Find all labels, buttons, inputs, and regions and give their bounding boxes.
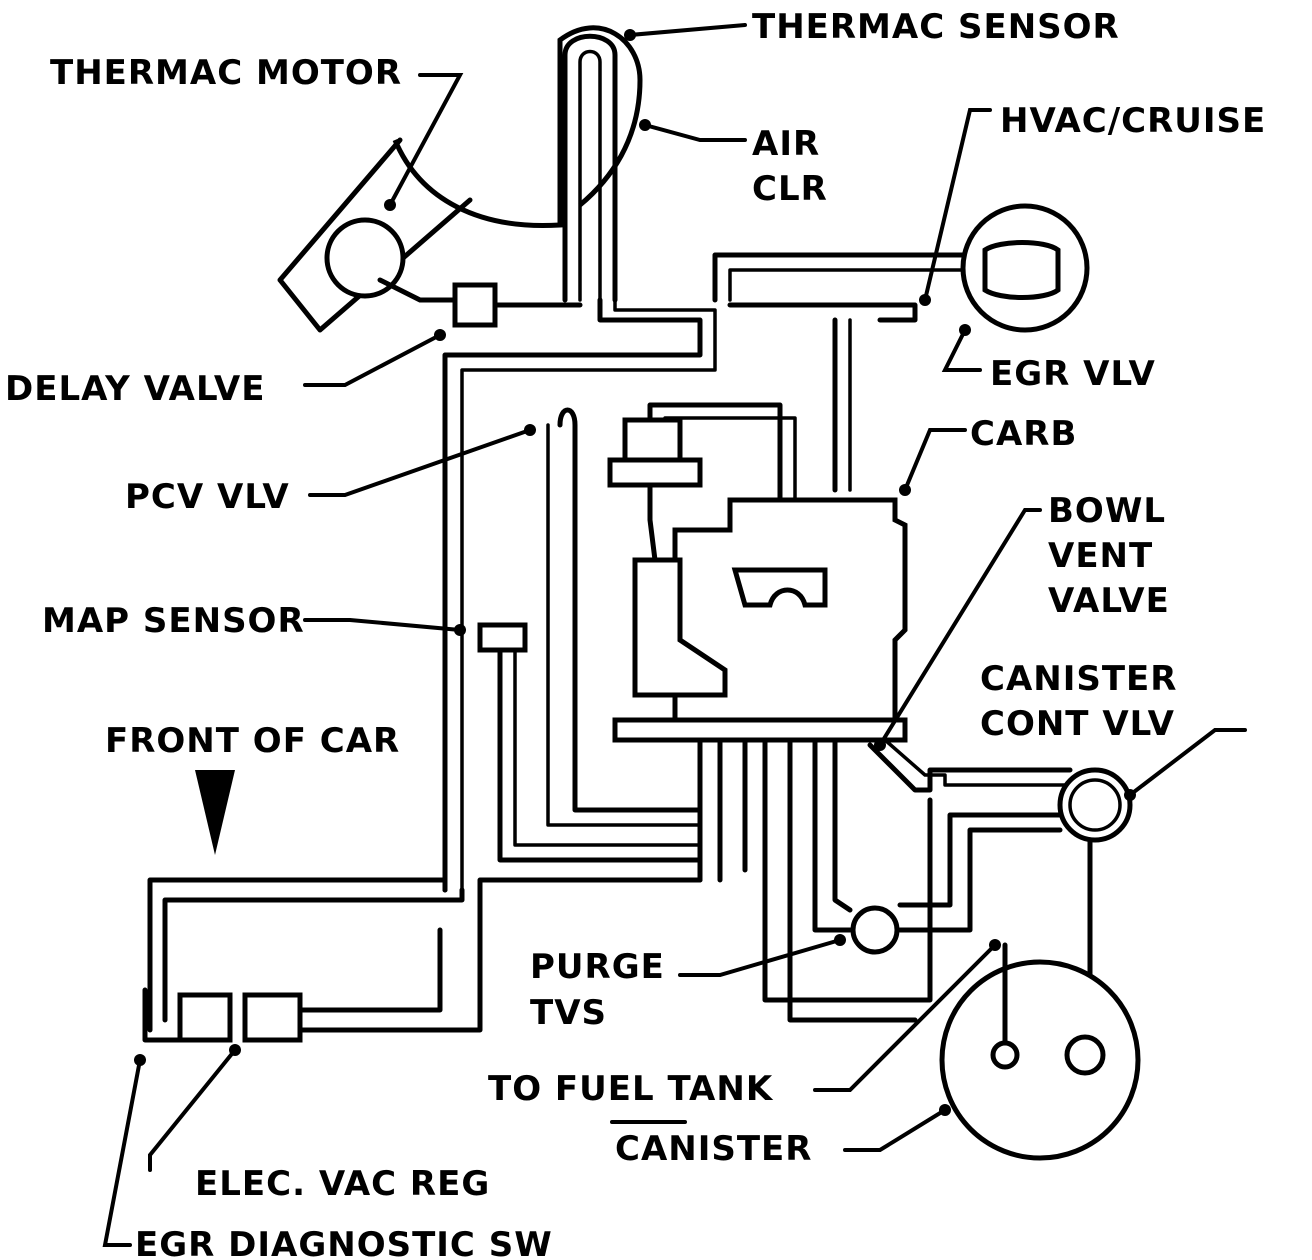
label-thermac-sensor: THERMAC SENSOR <box>752 7 1120 47</box>
carburetor <box>607 402 908 743</box>
map-sensor-hose <box>497 647 703 863</box>
hvac-cruise-hose <box>712 252 978 303</box>
leader-lines <box>102 23 1247 1247</box>
label-bowl-vent-3: VALVE <box>1048 581 1170 621</box>
pcv-hose <box>557 407 703 813</box>
label-canister-cont-1: CANISTER <box>980 659 1177 699</box>
charcoal-canister <box>939 942 1141 1161</box>
label-air-clr-2: CLR <box>752 169 828 209</box>
choke-pulloff-stem <box>647 482 658 563</box>
main-vacuum-trunk-inner <box>460 298 717 892</box>
canister-control-valve-ring <box>1068 778 1122 832</box>
thermac-motor <box>324 217 406 299</box>
label-purge-tvs-2: TVS <box>530 993 607 1033</box>
main-vacuum-trunk <box>442 297 703 893</box>
carb-port-hoses <box>697 737 933 1023</box>
egr-feed-hose <box>727 302 918 323</box>
delay-valve <box>452 282 498 328</box>
label-thermac-motor: THERMAC MOTOR <box>50 53 402 93</box>
front-loop-hose <box>147 877 465 1033</box>
label-front-of-car: FRONT OF CAR <box>105 721 400 761</box>
map-sensor-hose-inner <box>513 648 702 847</box>
thermac-sensor-hose <box>562 33 618 303</box>
choke-to-carb-hose-inner <box>663 416 797 502</box>
egr-valve <box>960 203 1090 333</box>
label-purge-tvs-1: PURGE <box>530 947 665 987</box>
carb-throttle-window <box>731 567 828 608</box>
label-bowl-vent-1: BOWL <box>1048 491 1166 531</box>
label-canister-cont-2: CONT VLV <box>980 704 1175 744</box>
label-carb: CARB <box>970 414 1077 454</box>
front-electronics <box>142 877 703 1043</box>
bowl-vent-hose <box>867 742 1073 793</box>
label-to-fuel-tank: TO FUEL TANK <box>488 1069 774 1109</box>
label-air-clr-1: AIR <box>752 124 820 164</box>
label-elec-vac-reg: ELEC. VAC REG <box>195 1164 490 1204</box>
front-of-car-arrow <box>195 770 235 855</box>
label-egr-vlv: EGR VLV <box>990 354 1156 394</box>
purge-tvs <box>850 905 900 955</box>
label-egr-diagnostic-sw: EGR DIAGNOSTIC SW <box>135 1225 553 1260</box>
choke-pulloff <box>622 417 683 463</box>
label-map-sensor: MAP SENSOR <box>42 601 305 641</box>
carb-side-housing <box>632 557 728 698</box>
egr-diagnostic-switch <box>177 992 233 1043</box>
map-sensor <box>477 622 528 653</box>
label-pcv-vlv: PCV VLV <box>125 477 290 517</box>
choke-pulloff-base <box>607 457 703 488</box>
label-delay-valve: DELAY VALVE <box>5 369 265 409</box>
elec-vac-reg-hoses <box>142 877 703 1043</box>
label-bowl-vent-2: VENT <box>1048 536 1153 576</box>
label-canister: CANISTER <box>615 1129 812 1169</box>
thermac-sensor-hose-inner <box>578 49 602 302</box>
hvac-cruise-hose-inner <box>728 268 977 302</box>
pcv-hose-inner <box>546 423 702 827</box>
thermac-motor-link <box>377 277 458 303</box>
choke-to-carb-hose <box>647 402 783 503</box>
carb-base-plate <box>612 717 908 743</box>
label-hvac-cruise: HVAC/CRUISE <box>1000 101 1266 141</box>
elec-vac-reg <box>242 992 303 1043</box>
bowl-vent-hose-inner <box>883 738 1072 787</box>
